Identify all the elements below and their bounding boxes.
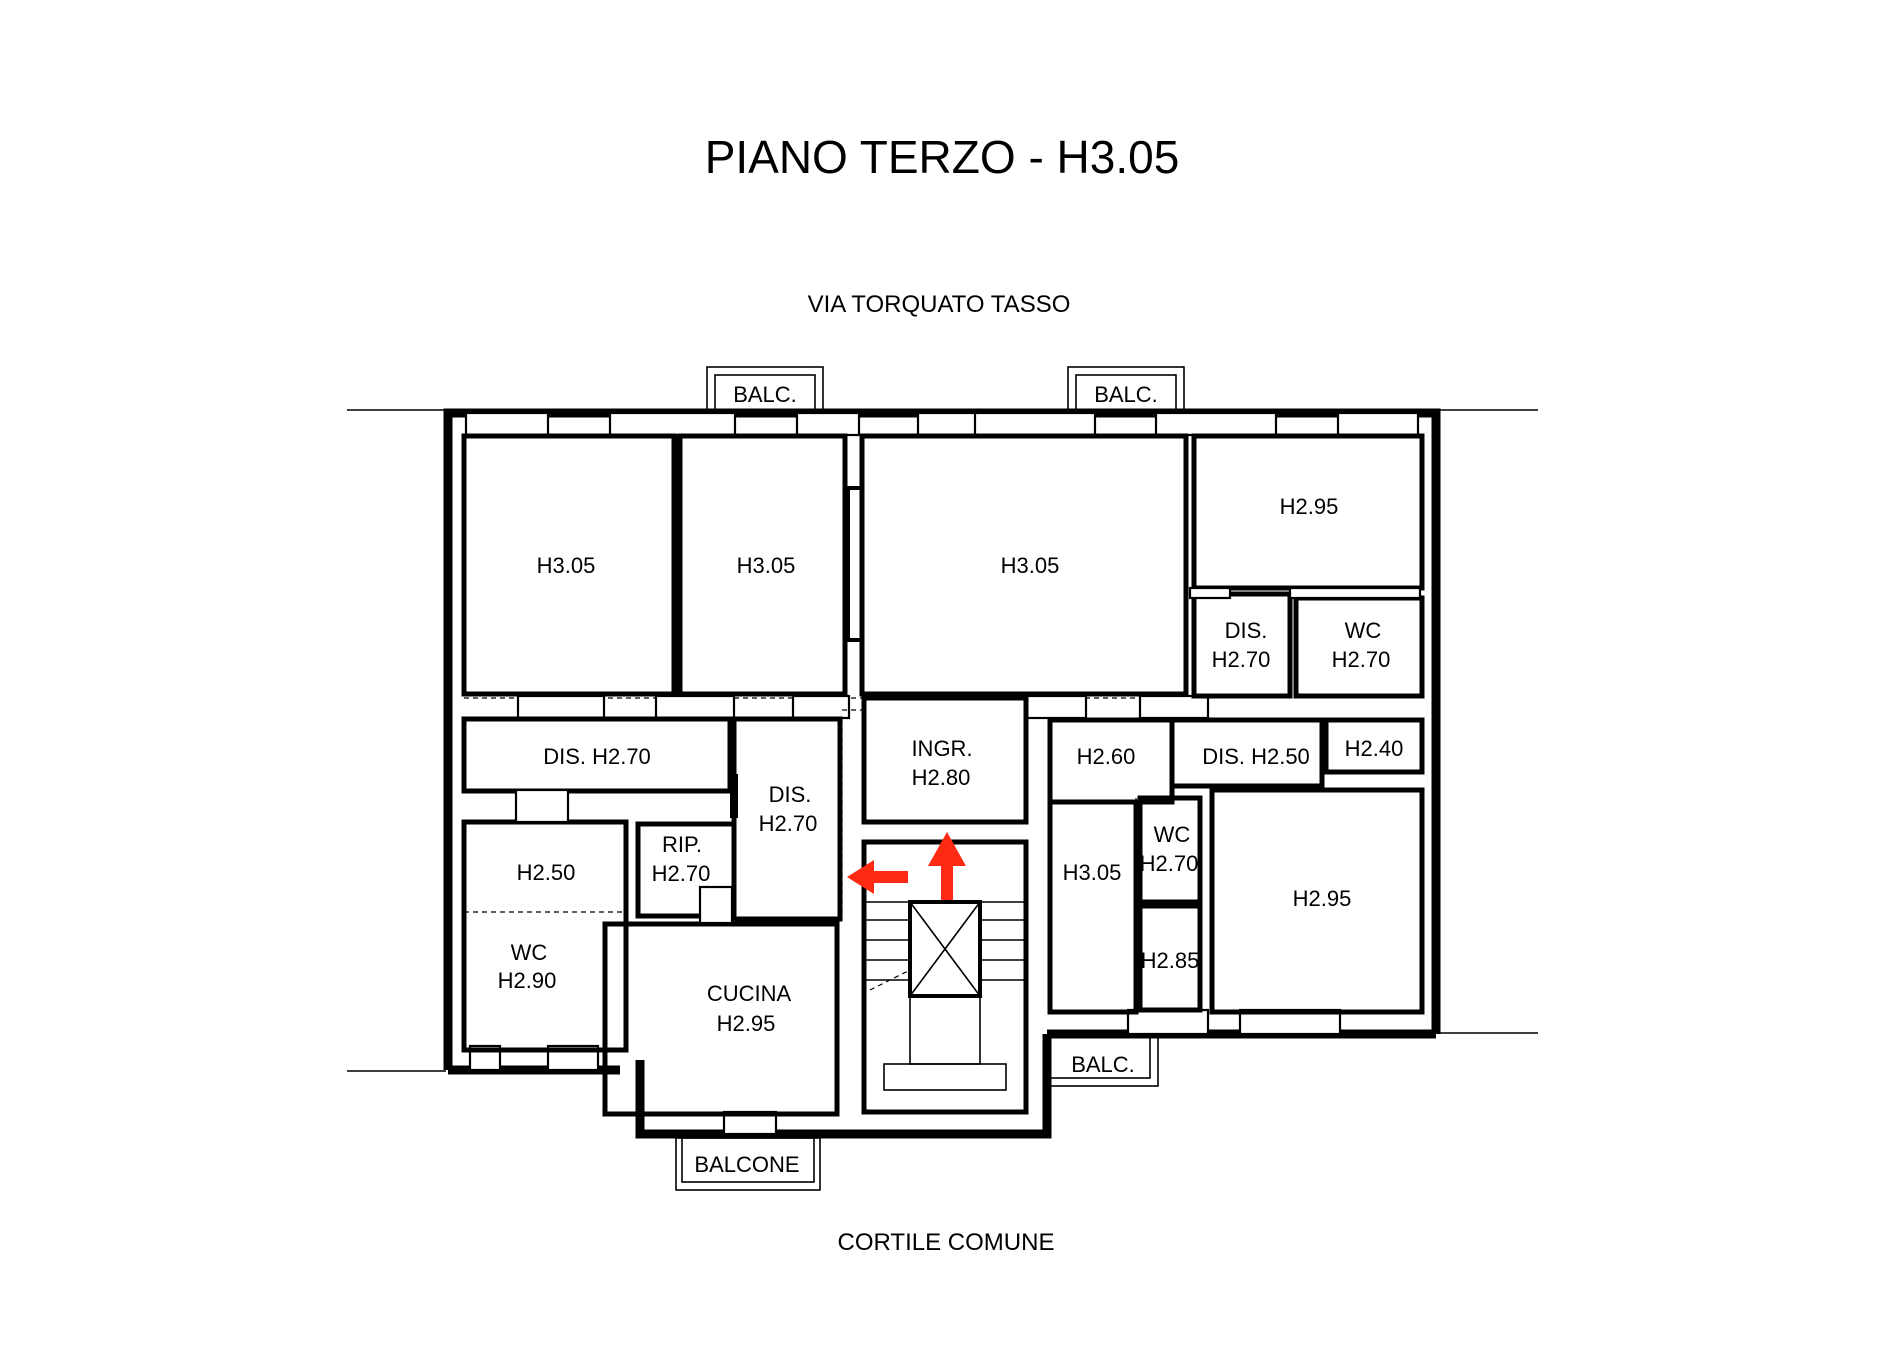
room-label-wc-east-2: H2.70 [1332, 647, 1391, 672]
street-label-north: VIA TORQUATO TASSO [808, 291, 1071, 318]
room-label-ne-large: H3.05 [1001, 553, 1060, 578]
room-label-ingr-1: INGR. [911, 736, 972, 761]
room-label-nc: H3.05 [737, 553, 796, 578]
room-label-ne-corner: H2.95 [1280, 494, 1339, 519]
room-label-dis-center-1: DIS. [769, 782, 812, 807]
room-label-dis-center-2: H2.70 [759, 811, 818, 836]
balcony-north-right: BALC. [1067, 366, 1185, 413]
room-label-h305-east: H3.05 [1063, 860, 1122, 885]
room-label-cucina-1: CUCINA [707, 981, 792, 1006]
balcony-south-right: BALC. [1049, 1035, 1159, 1087]
north-windows [464, 411, 1420, 437]
room-label-wc-east-1: WC [1345, 618, 1382, 643]
room-label-h260: H2.60 [1077, 744, 1136, 769]
balcony-north-left: BALC. [706, 366, 824, 413]
plan-title: PIANO TERZO - H3.05 [705, 131, 1180, 183]
room-label-dis-west: DIS. H2.70 [543, 744, 651, 769]
arrow-up-icon [928, 832, 966, 900]
balcony-label: BALCONE [694, 1152, 799, 1177]
room-label-ingr-2: H2.80 [912, 765, 971, 790]
balcony-label: BALC. [1071, 1052, 1135, 1077]
arrow-left-icon [847, 860, 908, 894]
room-label-wc-west-1: WC [511, 940, 548, 965]
room-label-dis-h250: DIS. H2.50 [1202, 744, 1310, 769]
room-label-h250: H2.50 [517, 860, 576, 885]
balcony-label: BALC. [733, 382, 797, 407]
room-label-dis-east-1: DIS. [1225, 618, 1268, 643]
interior-walls [461, 433, 1425, 1117]
room-label-wc-west-2: H2.90 [498, 968, 557, 993]
room-label-wc-small-1: WC [1154, 822, 1191, 847]
room-label-h285: H2.85 [1141, 948, 1200, 973]
entrance-arrows [847, 832, 966, 900]
room-label-rip-2: H2.70 [652, 861, 711, 886]
room-labels: H3.05 H3.05 H3.05 H2.95 DIS. H2.70 WC H2… [498, 494, 1404, 1036]
room-label-rip-1: RIP. [662, 832, 702, 857]
room-label-nw: H3.05 [537, 553, 596, 578]
balcony-south-main: BALCONE [675, 1137, 821, 1191]
facade-lines [347, 409, 1538, 1072]
room-label-se: H2.95 [1293, 886, 1352, 911]
room-label-h240: H2.40 [1345, 736, 1404, 761]
room-label-wc-small-2: H2.70 [1140, 851, 1199, 876]
room-label-cucina-2: H2.95 [717, 1011, 776, 1036]
balcony-label: BALC. [1094, 382, 1158, 407]
street-label-south: CORTILE COMUNE [838, 1229, 1055, 1256]
room-label-dis-east-2: H2.70 [1212, 647, 1271, 672]
